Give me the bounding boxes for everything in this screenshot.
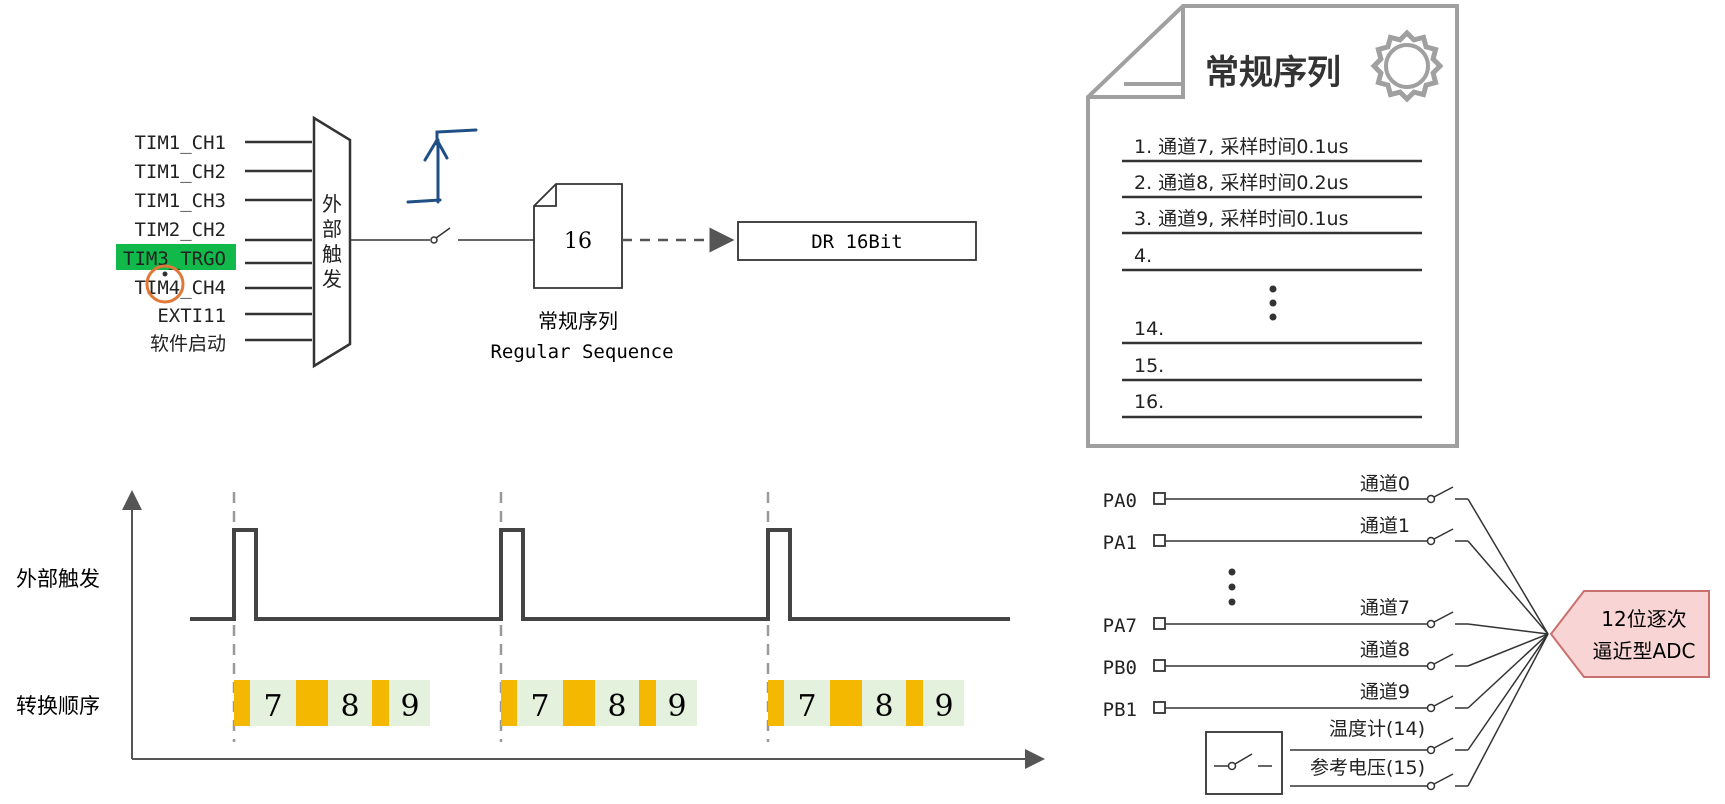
document-row: 4.	[1134, 245, 1152, 267]
adc-channel-label: 温度计(14)	[1329, 718, 1425, 740]
pin-terminal	[1153, 701, 1166, 714]
ellipsis-icon	[1269, 285, 1277, 321]
conversion-group: 7 8 9	[234, 680, 430, 726]
internal-source-box	[1205, 731, 1283, 795]
dr-register-box	[737, 221, 977, 261]
trigger-waveform	[190, 528, 1010, 621]
conversion-group: 7 8 9	[768, 680, 964, 726]
trigger-input-label: 软件启动	[150, 333, 226, 355]
timing-label-order: 转换顺序	[16, 694, 100, 718]
ellipsis-icon	[1228, 568, 1236, 606]
document-row: 14.	[1134, 318, 1164, 340]
sequence-document: 常规序列 1. 通道7, 采样时间0.1us 2. 通道8, 采样时间0.2us…	[1086, 4, 1459, 448]
cursor-dot	[162, 271, 168, 277]
conversion-group: 7 8 9	[501, 680, 697, 726]
conversion-block	[234, 680, 250, 726]
adc-channel-label: 通道7	[1360, 597, 1410, 619]
rising-edge-annotation	[406, 128, 478, 204]
adc-label-line1: 12位逐次	[1601, 607, 1686, 631]
document-outline	[1086, 4, 1459, 448]
highlight-marker	[116, 244, 236, 270]
trigger-input-label: TIM1_CH3	[134, 190, 226, 212]
trigger-input-label: TIM2_CH2	[134, 219, 226, 241]
conversion-channel: 8	[607, 689, 626, 724]
conversion-block	[372, 680, 389, 726]
sequence-box	[533, 183, 623, 289]
adc-pin-label: PB0	[1103, 657, 1137, 679]
pin-terminal	[1153, 617, 1166, 630]
conversion-channel: 8	[874, 689, 893, 724]
sequence-label-cn: 常规序列	[538, 309, 618, 333]
adc-pin-label: PB1	[1103, 699, 1137, 721]
trigger-input-label: TIM1_CH2	[134, 161, 226, 183]
document-row: 1. 通道7, 采样时间0.1us	[1134, 136, 1349, 158]
sequence-box-value: 16	[564, 229, 592, 254]
adc-channel-label: 通道9	[1360, 681, 1410, 703]
trigger-input-label: TIM4_CH4	[134, 277, 226, 299]
conversion-channel: 7	[263, 689, 282, 724]
conversion-block	[296, 680, 328, 726]
pin-terminal	[1153, 534, 1166, 547]
pin-terminal	[1153, 659, 1166, 672]
adc-pin-label: PA1	[1103, 532, 1137, 554]
mux-label-char: 触	[322, 242, 342, 266]
trigger-section: TIM1_CH1 TIM1_CH2 TIM1_CH3 TIM2_CH2 TIM3…	[116, 115, 977, 369]
adc-label-line2: 逼近型ADC	[1592, 639, 1695, 663]
conversion-block	[830, 680, 862, 726]
mux-label-char: 外	[322, 192, 342, 216]
conversion-channel: 9	[934, 689, 953, 724]
doc-fold-icon	[534, 184, 557, 207]
conversion-channel: 7	[797, 689, 816, 724]
document-title: 常规序列	[1205, 53, 1341, 93]
conversion-channel: 7	[530, 689, 549, 724]
trigger-input-label: EXTI11	[157, 305, 226, 327]
trigger-input-label: TIM1_CH1	[134, 132, 226, 154]
sequence-label-en: Regular Sequence	[490, 341, 673, 363]
trigger-mux	[312, 115, 352, 369]
timing-label-trigger: 外部触发	[16, 567, 100, 591]
document-row: 3. 通道9, 采样时间0.1us	[1134, 208, 1349, 230]
timing-diagram: 外部触发 转换顺序 7 8 9 7 8 9	[16, 490, 1045, 769]
mux-label-char: 部	[322, 217, 342, 241]
conversion-block	[639, 680, 656, 726]
conversion-channel: 8	[340, 689, 359, 724]
mux-label-char: 发	[322, 267, 342, 291]
adc-channel-label: 参考电压(15)	[1310, 757, 1425, 779]
conversion-block	[501, 680, 517, 726]
trigger-switch	[435, 227, 451, 239]
adc-input-section: PA0 PA1 PA7 PB0 PB1	[1103, 473, 1710, 795]
switch-icon	[1234, 753, 1253, 765]
conversion-channel: 9	[667, 689, 686, 724]
adc-pin-label: PA7	[1103, 615, 1137, 637]
gear-icon	[1370, 29, 1444, 103]
document-row: 16.	[1134, 391, 1164, 413]
annotation-circle	[145, 264, 185, 304]
pin-terminal	[1153, 492, 1166, 505]
adc-pin-label: PA0	[1103, 490, 1137, 512]
dr-register-label: DR 16Bit	[811, 231, 903, 253]
trigger-input-label: TIM3_TRGO	[123, 248, 226, 270]
adc-channel-label: 通道8	[1360, 639, 1410, 661]
document-row: 2. 通道8, 采样时间0.2us	[1134, 172, 1349, 194]
conversion-block	[563, 680, 595, 726]
conversion-block	[906, 680, 923, 726]
conversion-block	[768, 680, 784, 726]
conversion-channel: 9	[400, 689, 419, 724]
adc-channel-label: 通道0	[1360, 473, 1410, 495]
document-row: 15.	[1134, 355, 1164, 377]
switch-contact	[430, 236, 438, 244]
adc-channel-label: 通道1	[1360, 515, 1410, 537]
adc-block	[1549, 590, 1710, 678]
